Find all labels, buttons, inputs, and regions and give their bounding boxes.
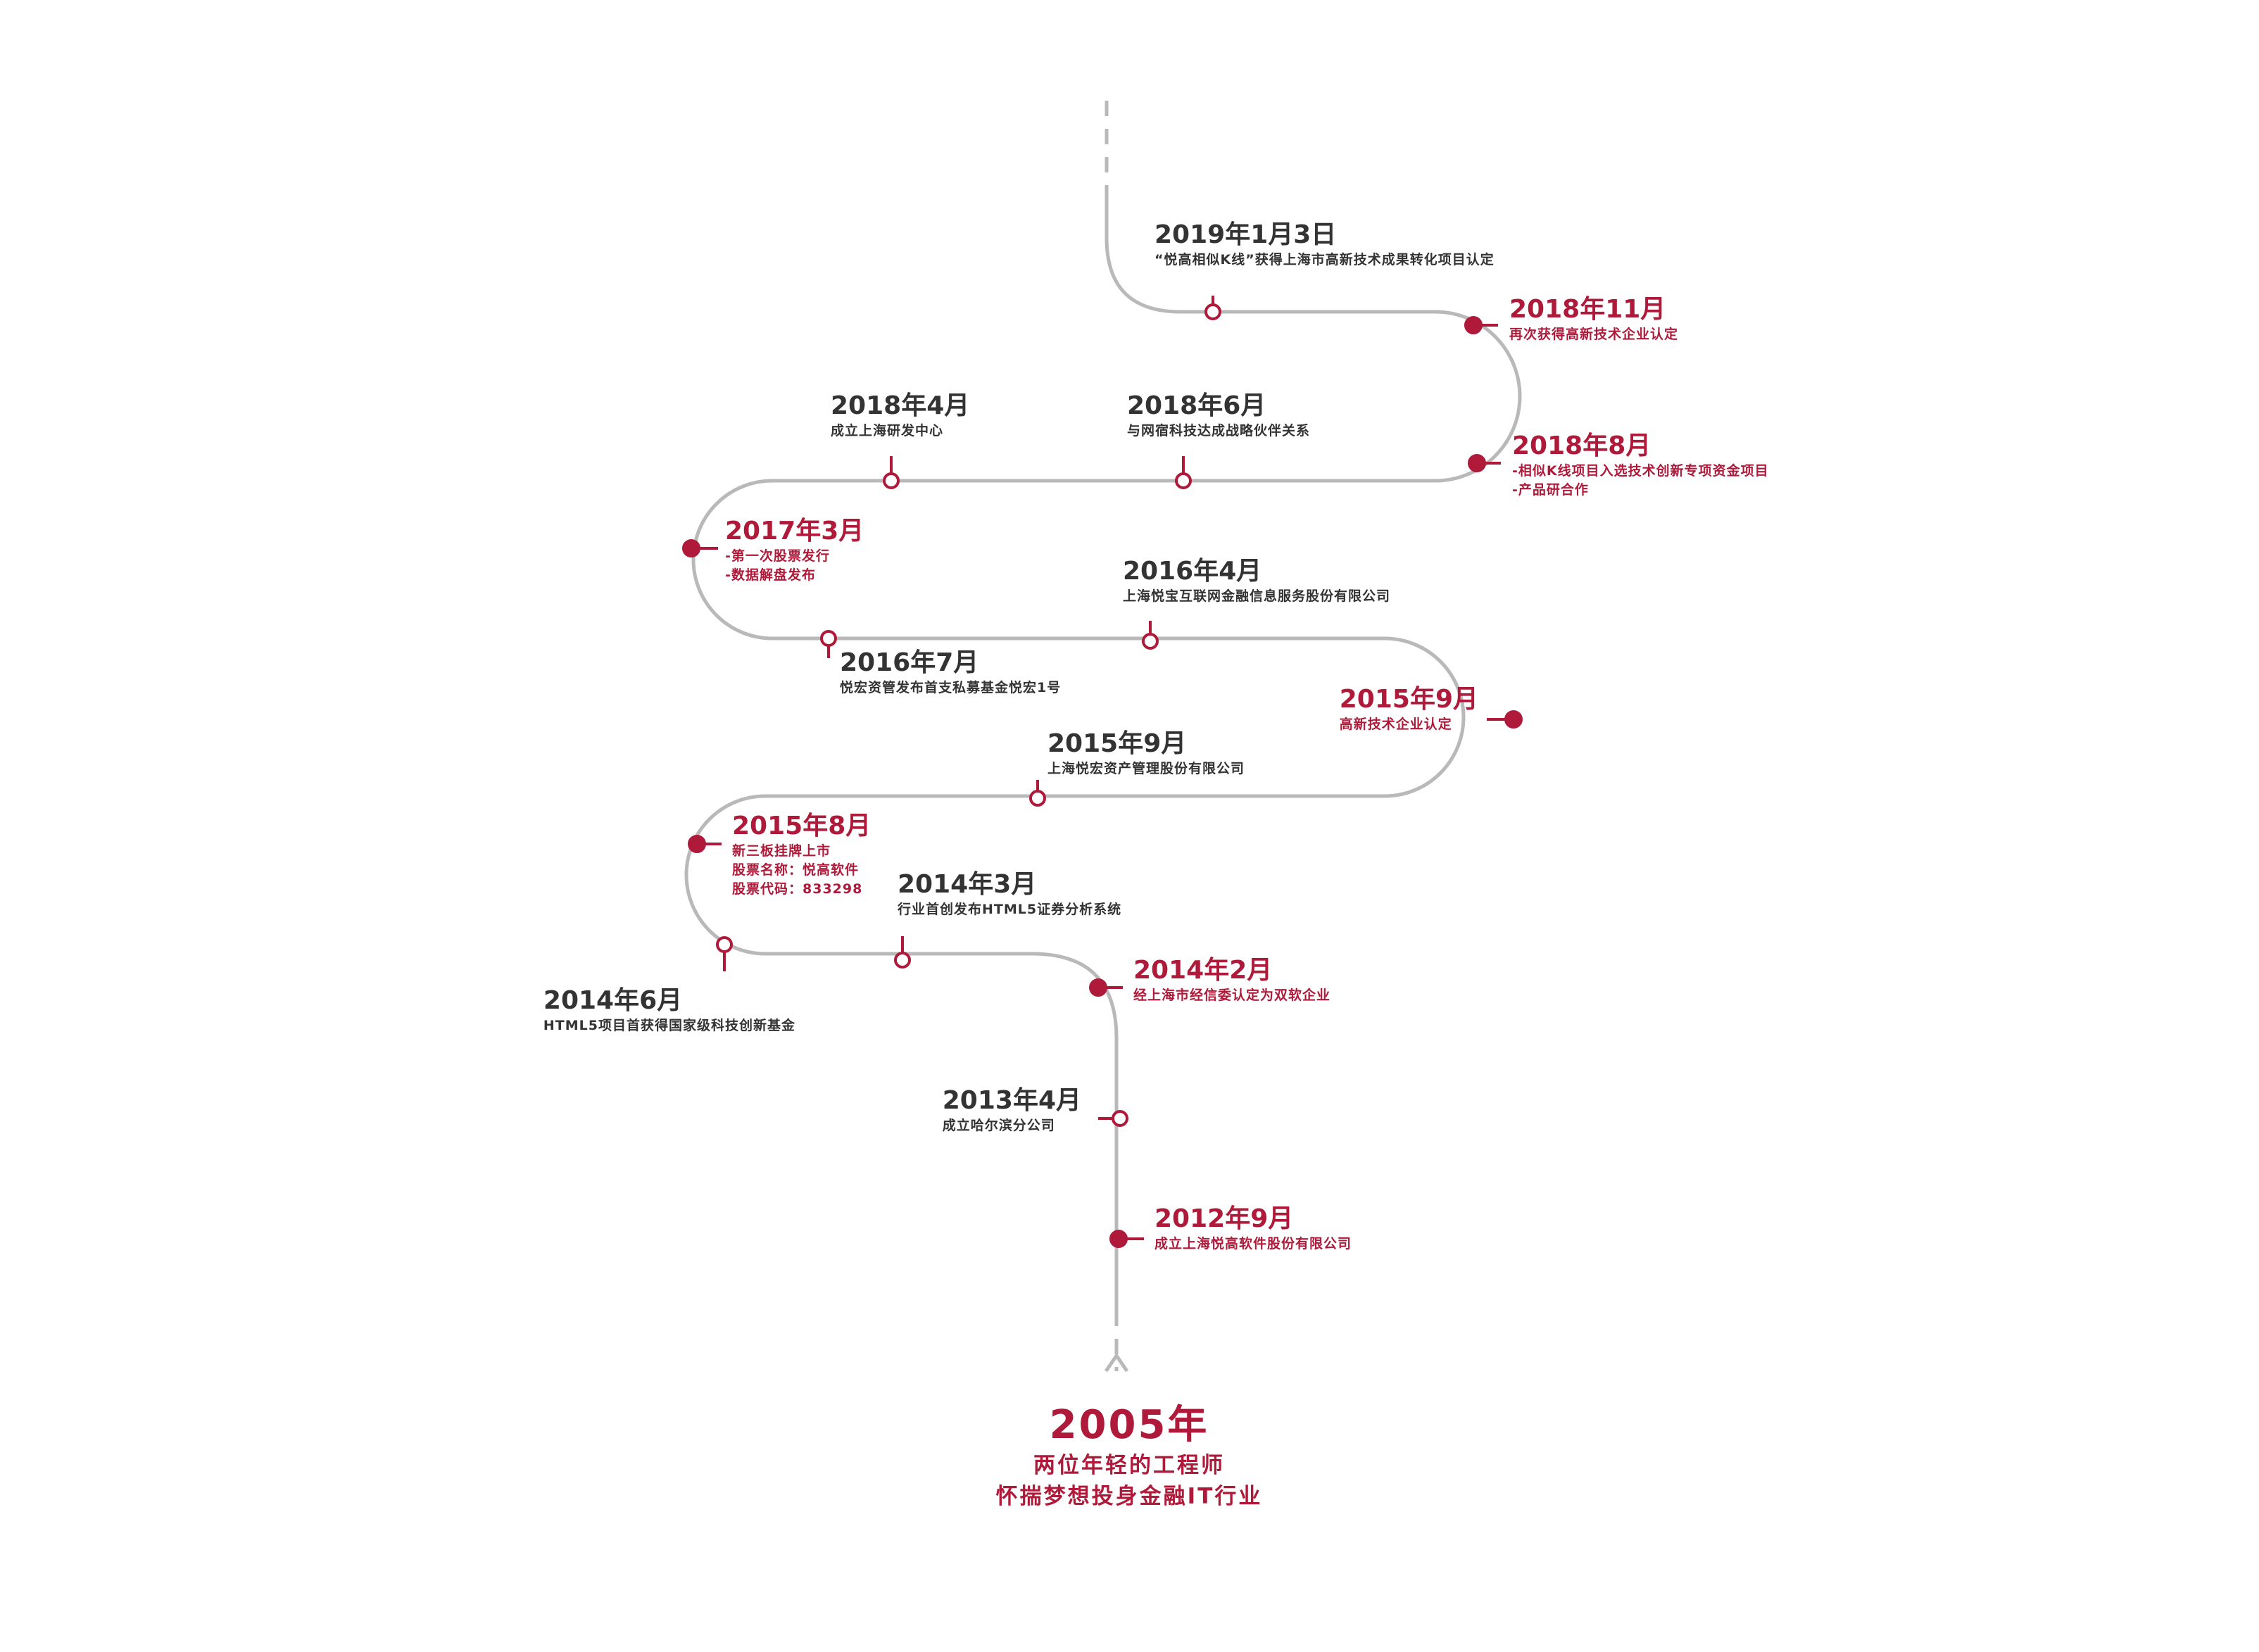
event-date: 2018年6月: [1127, 391, 1266, 420]
milestone-node-hollow: [883, 472, 900, 489]
event-description: -数据解盘发布: [725, 567, 816, 583]
event-label: 2013年4月成立哈尔滨分公司: [943, 1085, 1081, 1135]
milestone-node-filled: [1464, 316, 1483, 334]
milestone-node-hollow: [716, 936, 733, 953]
origin-line-2: 怀揣梦想投身金融IT行业: [995, 1484, 1263, 1509]
milestone-node-filled: [682, 539, 700, 557]
path-snake: [684, 194, 1522, 1311]
milestone-node-filled: [1468, 454, 1486, 472]
milestone-node-filled: [688, 835, 706, 853]
milestone-node-hollow: [894, 952, 911, 969]
event-description: -相似K线项目入选技术创新专项资金项目: [1512, 463, 1769, 479]
event-label: 2012年9月成立上海悦高软件股份有限公司: [1154, 1204, 1352, 1254]
event-label: 2018年4月成立上海研发中心: [831, 391, 969, 441]
event-date: 2015年9月: [1339, 685, 1478, 714]
event-label: 2015年9月高新技术企业认定: [1340, 684, 1478, 734]
event-date: 2018年8月: [1512, 431, 1651, 460]
milestone-node-hollow: [1142, 633, 1159, 650]
event-label: 2014年6月 HTML5项目首获得国家级科技创新基金: [543, 985, 795, 1035]
event-description: 成立上海研发中心: [831, 423, 944, 439]
event-description: 与网宿科技达成战略伙伴关系: [1127, 423, 1311, 439]
event-description: 再次获得高新技术企业认定: [1509, 327, 1679, 342]
event-label: 2019年1月3日 “悦高相似K线”获得上海市高新技术成果转化项目认定: [1154, 220, 1495, 270]
event-description: 行业首创发布HTML5证券分析系统: [898, 902, 1122, 917]
event-label: 2015年8月新三板挂牌上市股票名称：悦高软件股票代码：833298: [732, 811, 871, 899]
event-date: 2015年8月: [732, 812, 871, 840]
event-date: 2017年3月: [725, 517, 864, 546]
event-description: 成立上海悦高软件股份有限公司: [1154, 1236, 1352, 1251]
event-description: 股票代码：833298: [732, 881, 863, 897]
event-date: 2018年4月: [831, 391, 970, 420]
event-description: 上海悦宏资产管理股份有限公司: [1047, 761, 1245, 776]
event-description: HTML5项目首获得国家级科技创新基金: [543, 1018, 795, 1033]
event-description: 成立哈尔滨分公司: [942, 1118, 1055, 1133]
event-label: 2018年6月与网宿科技达成战略伙伴关系: [1127, 391, 1310, 441]
event-date: 2012年9月: [1154, 1204, 1294, 1233]
event-label: 2017年3月 -第一次股票发行 -数据解盘发布: [725, 516, 864, 585]
event-date: 2014年3月: [898, 870, 1037, 899]
event-label: 2014年2月经上海市经信委认定为双软企业: [1133, 955, 1330, 1005]
event-label: 2016年4月上海悦宝互联网金融信息服务股份有限公司: [1123, 556, 1390, 606]
event-description: -产品研合作: [1512, 482, 1589, 498]
event-description: 新三板挂牌上市: [732, 843, 831, 859]
event-label: 2014年3月行业首创发布HTML5证券分析系统: [898, 869, 1121, 919]
event-description: 高新技术企业认定: [1339, 717, 1452, 732]
event-label: 2018年11月再次获得高新技术企业认定: [1509, 294, 1678, 344]
arrow-up-icon: [1104, 1352, 1129, 1373]
milestone-node-filled: [1109, 1230, 1128, 1248]
event-description: -第一次股票发行: [725, 548, 830, 564]
event-date: 2013年4月: [942, 1086, 1081, 1115]
event-date: 2019年1月3日: [1154, 220, 1337, 249]
event-date: 2016年7月: [840, 648, 979, 677]
event-description: 股票名称：悦高软件: [732, 862, 860, 878]
event-description: 上海悦宝互联网金融信息服务股份有限公司: [1123, 588, 1391, 604]
origin-line-1: 两位年轻的工程师: [1033, 1453, 1225, 1478]
milestone-node-hollow: [820, 630, 837, 647]
milestone-node-hollow: [1029, 790, 1046, 807]
event-description: 经上海市经信委认定为双软企业: [1133, 988, 1331, 1003]
milestone-node-filled: [1089, 978, 1107, 997]
milestone-node-hollow: [1175, 472, 1192, 489]
event-date: 2014年2月: [1133, 956, 1273, 985]
origin-block: 2005年 两位年轻的工程师 怀揣梦想投身金融IT行业: [996, 1401, 1263, 1512]
event-label: 2016年7月悦宏资管发布首支私募基金悦宏1号: [840, 648, 1061, 698]
event-date: 2015年9月: [1047, 729, 1187, 758]
milestone-node-filled: [1504, 710, 1523, 729]
event-date: 2016年4月: [1123, 557, 1262, 586]
event-description: 悦宏资管发布首支私募基金悦宏1号: [840, 680, 1062, 695]
milestone-node-hollow: [1204, 303, 1221, 320]
event-label: 2018年8月 -相似K线项目入选技术创新专项资金项目 -产品研合作: [1512, 431, 1769, 500]
event-date: 2014年6月: [543, 986, 683, 1015]
origin-year: 2005年: [1049, 1402, 1209, 1448]
event-label: 2015年9月上海悦宏资产管理股份有限公司: [1047, 729, 1245, 778]
milestone-node-hollow: [1112, 1110, 1128, 1127]
event-description: “悦高相似K线”获得上海市高新技术成果转化项目认定: [1154, 252, 1495, 267]
event-date: 2018年11月: [1509, 295, 1666, 324]
